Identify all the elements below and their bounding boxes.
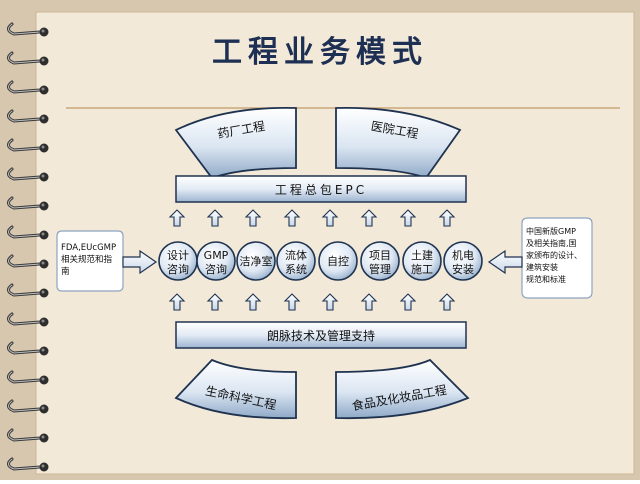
- service-label-line2: 安装: [452, 262, 474, 276]
- up-arrow-icon: [168, 209, 186, 227]
- up-arrow-icon: [321, 209, 339, 227]
- service-label-line2: 系统: [285, 263, 307, 276]
- spiral-ring: [7, 22, 49, 37]
- service-label-line1: 设计: [167, 249, 189, 262]
- service-label-line1: 土建: [411, 248, 433, 262]
- service-circle: [236, 241, 276, 281]
- service-circle: [276, 241, 316, 281]
- service-label-line1: 自控: [327, 254, 349, 268]
- spiral-ring: [7, 138, 49, 153]
- spiral-ring: [7, 457, 49, 472]
- service-label-line2: 咨询: [167, 262, 189, 276]
- support-bar-label: 朗脉技术及管理支持: [267, 328, 375, 343]
- spiral-ring: [7, 341, 49, 356]
- up-arrow-icon: [244, 209, 262, 227]
- spiral-binding-icon: [7, 22, 49, 472]
- up-arrow-icon: [360, 209, 378, 227]
- service-label-line2: 施工: [411, 263, 433, 276]
- source-text-line: 及相关指南,国: [526, 238, 577, 248]
- service-label-line1: GMP: [204, 249, 229, 262]
- source-text-line: 相关规范和指: [61, 254, 113, 265]
- up-arrow-icon: [206, 293, 224, 311]
- up-arrow-icon: [283, 209, 301, 227]
- left-arrow-icon: [487, 249, 523, 275]
- service-circle: [402, 241, 442, 281]
- epc-bar-label: 工程总包EPC: [275, 182, 367, 197]
- up-arrow-icon: [321, 293, 339, 311]
- spiral-ring: [7, 167, 49, 182]
- service-label-line1: 机电: [452, 248, 474, 262]
- right-source-box: 中国新版GMP 及相关指南,国家颁布的设计、建筑安装规范和标准: [521, 217, 593, 299]
- up-arrow-row-top: [168, 209, 456, 227]
- spiral-ring: [7, 283, 49, 298]
- service-circle: [318, 241, 358, 281]
- service-circles: 设计咨询GMP咨询洁净室流体系统自控项目管理土建施工机电安装: [158, 241, 483, 281]
- spiral-ring: [7, 225, 49, 240]
- service-label-line1: 洁净室: [240, 254, 273, 268]
- page-title: 工程业务模式: [212, 35, 428, 70]
- up-arrow-icon: [399, 293, 417, 311]
- support-bar: 朗脉技术及管理支持: [175, 321, 467, 349]
- service-circle: [443, 241, 483, 281]
- up-arrow-icon: [438, 209, 456, 227]
- service-circle: [196, 241, 236, 281]
- source-text-line: 南: [61, 266, 70, 277]
- spiral-ring: [7, 196, 49, 211]
- right-arrow-icon: [122, 249, 158, 275]
- up-arrow-icon: [438, 293, 456, 311]
- source-text-line: 建筑安装: [526, 262, 558, 272]
- up-arrow-icon: [360, 293, 378, 311]
- spiral-ring: [7, 109, 49, 124]
- spiral-ring: [7, 370, 49, 385]
- up-arrow-row-bottom: [168, 293, 456, 311]
- service-label-line2: 咨询: [205, 262, 227, 276]
- up-arrow-icon: [244, 293, 262, 311]
- service-node: 自控: [318, 241, 358, 281]
- spiral-ring: [7, 312, 49, 327]
- up-arrow-icon: [168, 293, 186, 311]
- spiral-ring: [7, 428, 49, 443]
- spiral-ring: [7, 254, 49, 269]
- service-circle: [360, 241, 400, 281]
- right-source-text: 中国新版GMP 及相关指南,国家颁布的设计、建筑安装规范和标准: [526, 226, 582, 284]
- service-label-line1: 流体: [285, 248, 307, 262]
- top-arc-right: 医院工程: [335, 106, 462, 180]
- service-label-line1: 项目: [369, 249, 391, 262]
- top-arc-left: 药厂工程: [174, 106, 297, 180]
- source-text-line: FDA,EUcGMP: [61, 243, 116, 253]
- source-text-line: 中国新版GMP: [526, 226, 576, 236]
- source-text-line: 规范和标准: [526, 274, 566, 284]
- bottom-arc-right: 食品及化妆品工程: [335, 358, 470, 420]
- spiral-ring: [7, 80, 49, 95]
- spiral-ring: [7, 51, 49, 66]
- service-label-line2: 管理: [369, 262, 391, 276]
- spiral-ring: [7, 399, 49, 414]
- up-arrow-icon: [206, 209, 224, 227]
- bottom-arc-left: 生命科学工程: [174, 358, 297, 420]
- source-text-line: 家颁布的设计、: [526, 250, 582, 260]
- epc-bar: 工程总包EPC: [175, 175, 467, 203]
- up-arrow-icon: [399, 209, 417, 227]
- service-node: 洁净室: [236, 241, 276, 281]
- up-arrow-icon: [283, 293, 301, 311]
